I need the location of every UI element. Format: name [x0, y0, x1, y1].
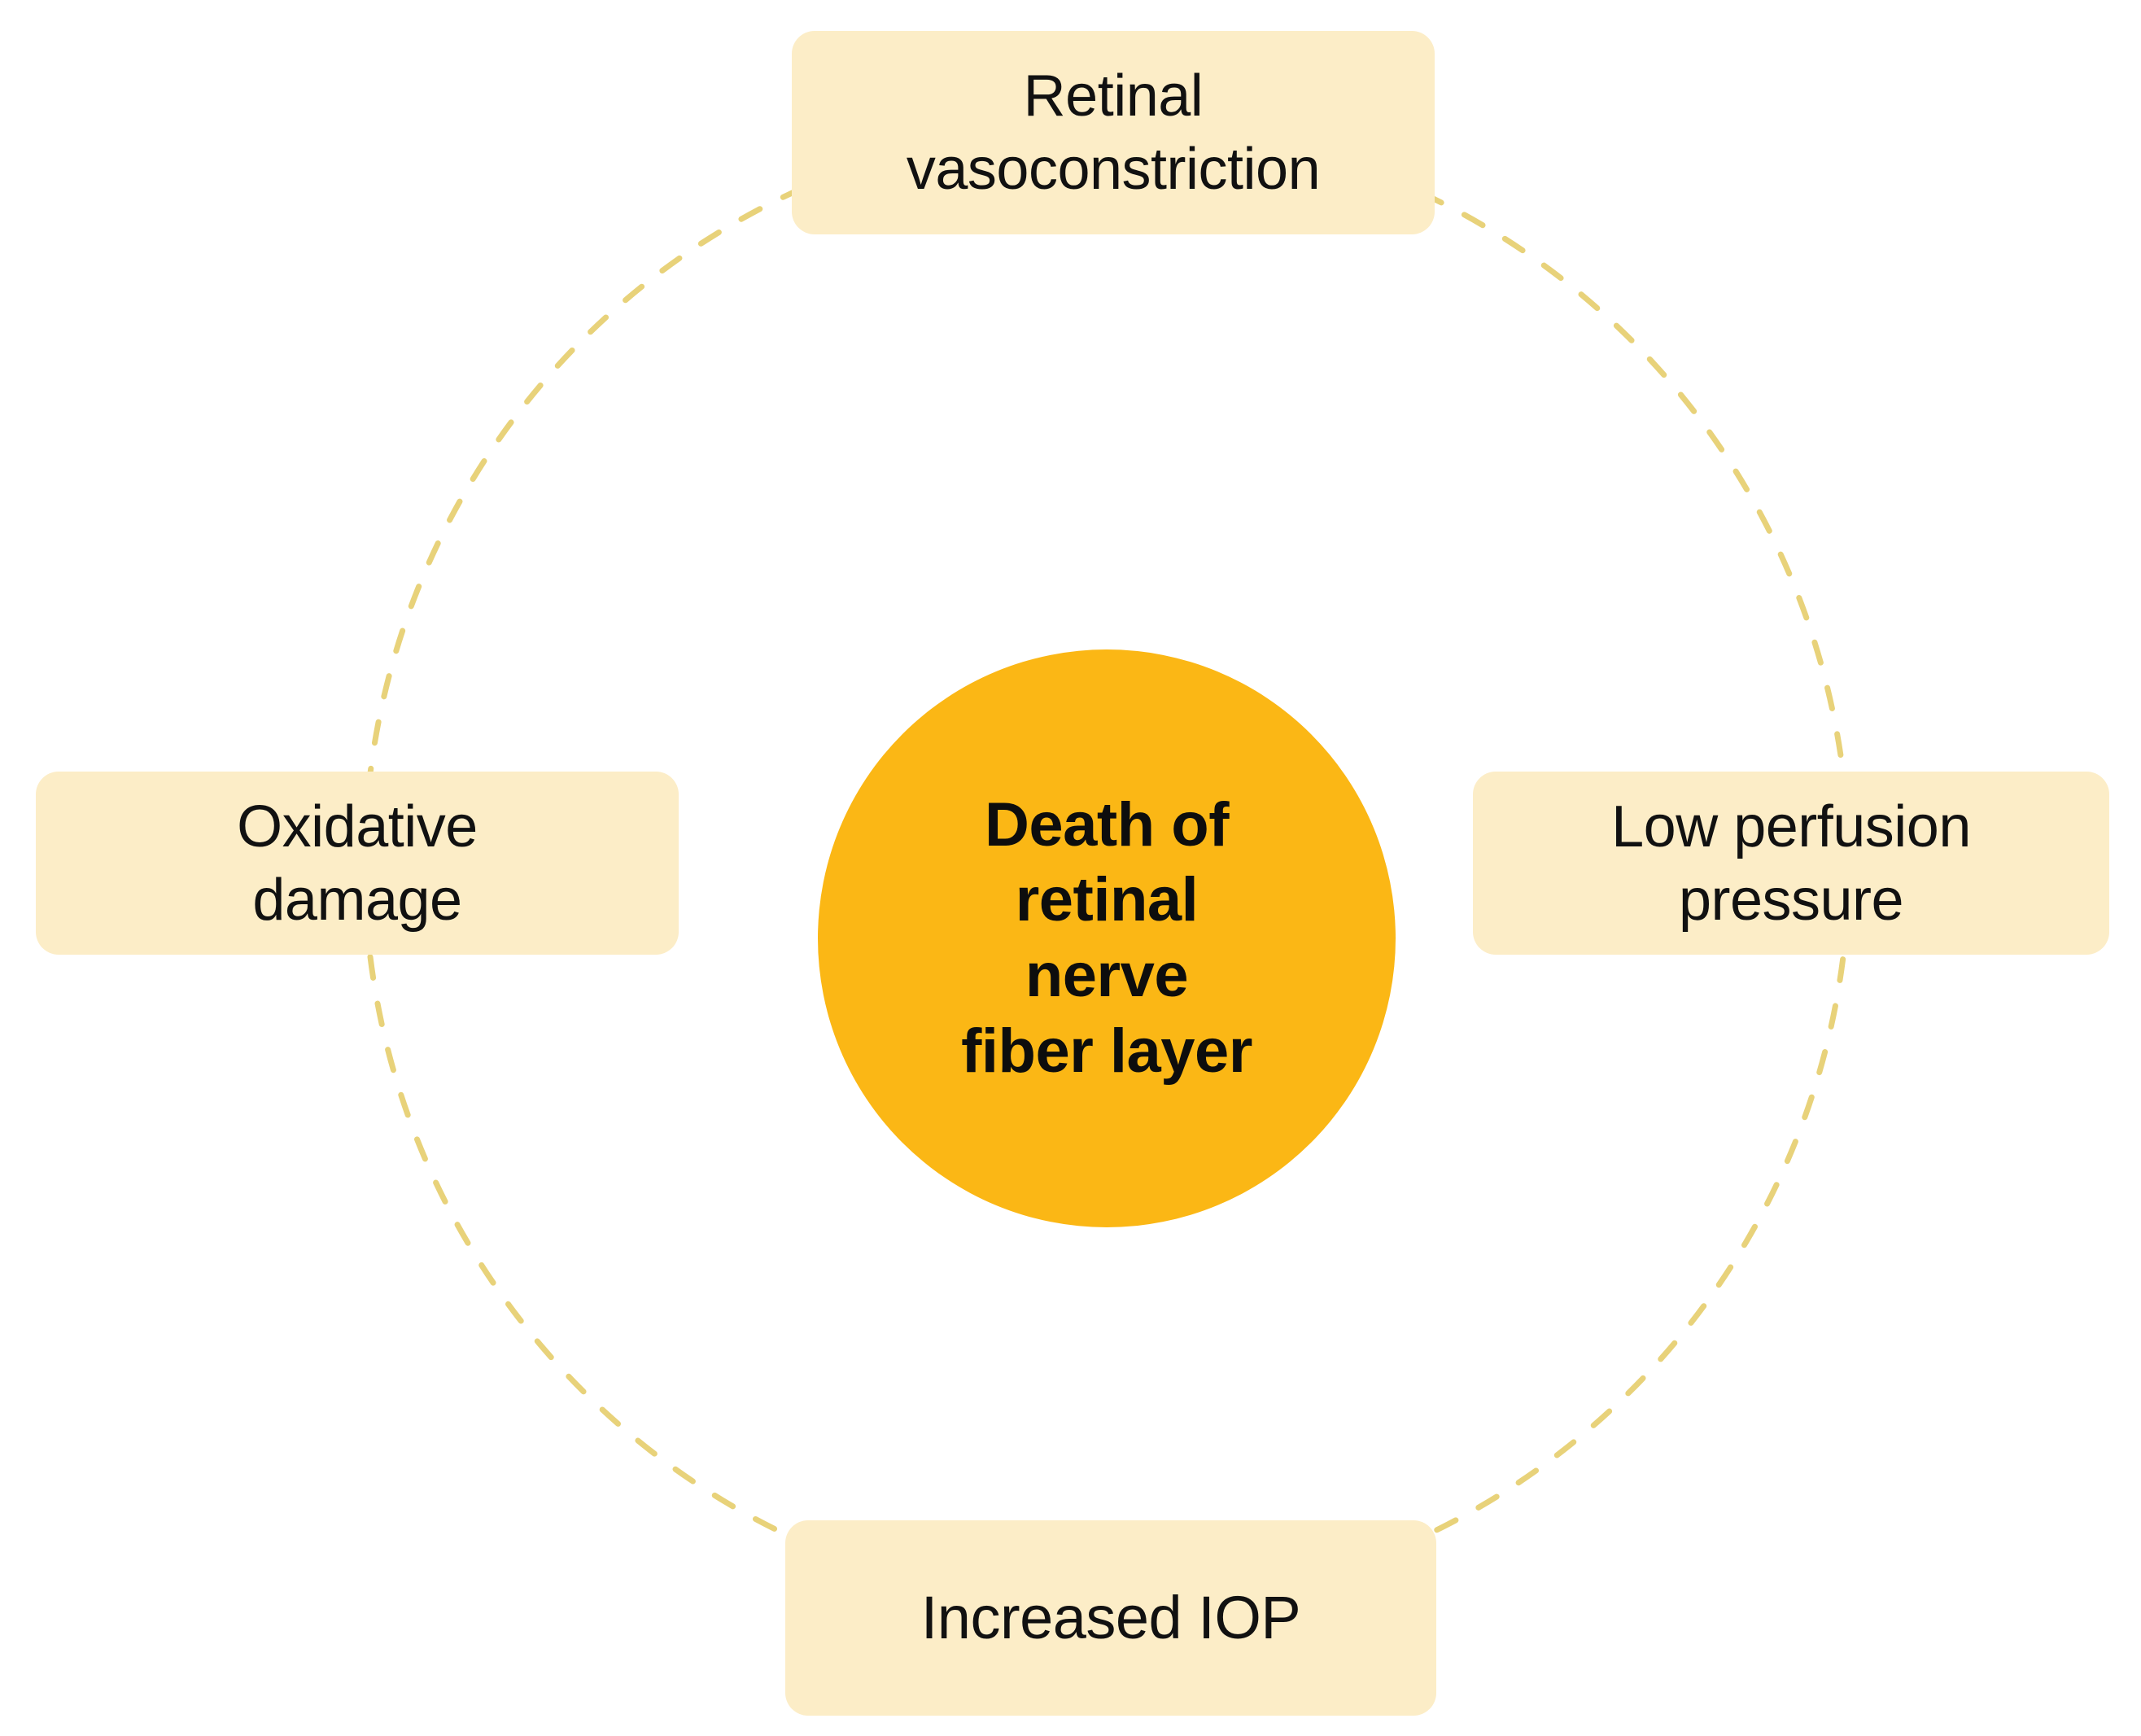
cycle-hub-label: Death of retinal nerve fiber layer: [961, 789, 1252, 1086]
cycle-node-increased-iop[interactable]: Increased IOP: [785, 1520, 1436, 1716]
cycle-hub-circle[interactable]: Death of retinal nerve fiber layer: [818, 649, 1396, 1227]
cycle-node-label: Increased IOP: [920, 1583, 1301, 1651]
cycle-node-low-perfusion-pressure[interactable]: Low perfusion pressure: [1473, 772, 2109, 955]
cycle-node-label: Retinal vasoconstriction: [906, 63, 1321, 202]
cycle-node-label: Low perfusion pressure: [1611, 794, 1971, 933]
cycle-node-retinal-vasoconstriction[interactable]: Retinal vasoconstriction: [792, 31, 1435, 234]
cycle-node-oxidative-damage[interactable]: Oxidative damage: [36, 772, 679, 955]
cycle-node-label: Oxidative damage: [237, 794, 478, 933]
